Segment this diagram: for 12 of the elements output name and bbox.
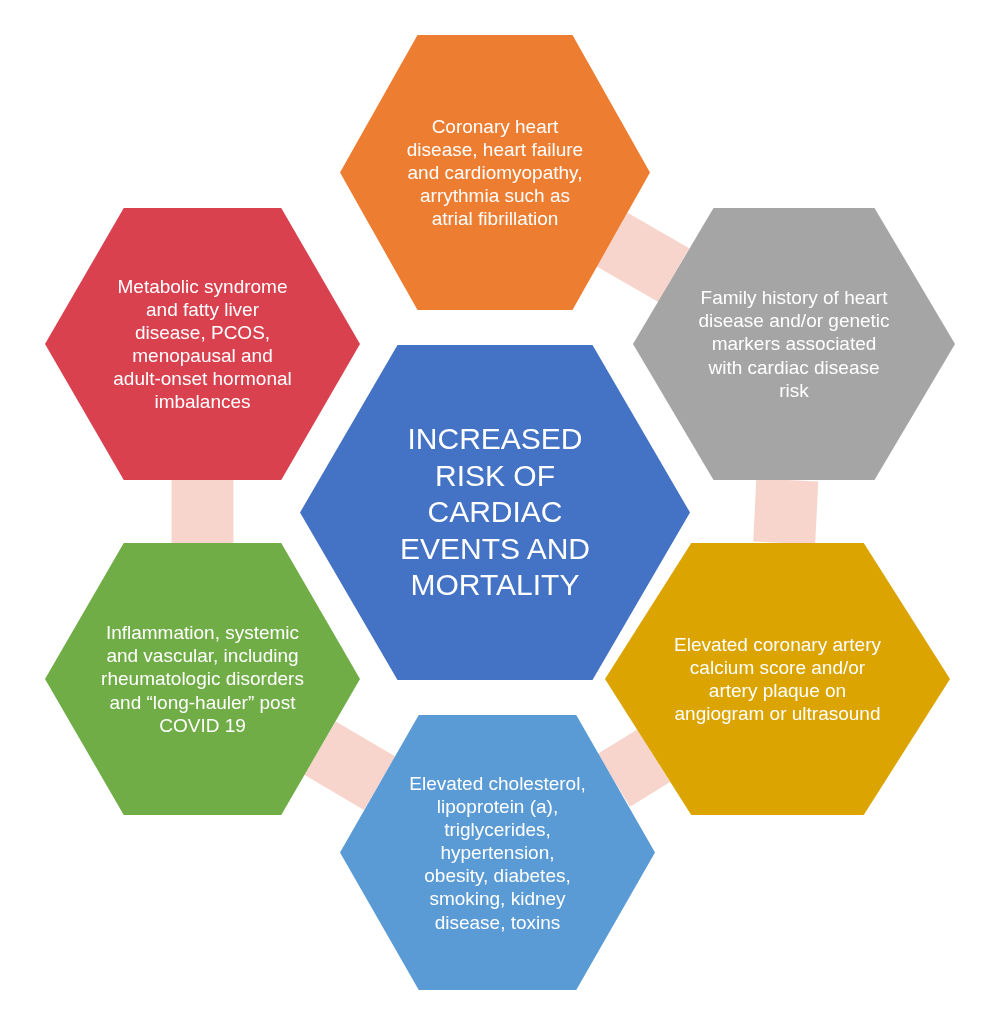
- connector-band: [171, 480, 234, 543]
- risk-factor-text: Metabolic syndrome and fatty liver disease, PCOS, menopausal and adult-onset hormonal imbalances: [112, 274, 293, 414]
- connector-band: [753, 478, 819, 545]
- center-title: INCREASED RISK OF CARDIAC EVENTS AND MORTALITY: [398, 421, 592, 604]
- risk-factor-text: Elevated cholesterol, lipoprotein (a), triglycerides, hypertension, obesity, diabetes, smoking, kidney disease, toxins: [408, 771, 587, 934]
- connector-band: [597, 729, 671, 807]
- connector-band: [304, 721, 396, 810]
- risk-factor-text: Coronary heart disease, heart failure and cardiomyopathy, arrythmia such as atrial fibrillation: [405, 114, 585, 231]
- connector-band: [596, 212, 690, 302]
- risk-factor-text: Inflammation, systemic and vascular, including rheumatologic disorders and “long-hauler” post COVID 19: [100, 621, 305, 737]
- risk-factor-text: Family history of heart disease and/or genetic markers associated with cardiac disease risk: [697, 286, 891, 402]
- risk-factor-text: Elevated coronary artery calcium score and/or artery plaque on angiogram or ultrasound: [673, 632, 882, 726]
